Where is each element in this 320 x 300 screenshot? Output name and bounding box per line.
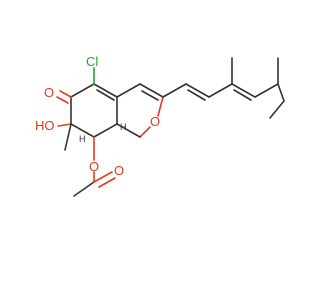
atom-o-ketone: O <box>44 85 54 100</box>
atom-o-ring: O <box>150 114 160 129</box>
bond-c6-o <box>59 90 72 98</box>
bond-c5p-c6p <box>277 83 285 102</box>
bond-c1p-c2p <box>185 83 210 98</box>
bond-c1-c8a <box>116 123 141 138</box>
atom-o-ester: O <box>89 159 99 174</box>
bond-c3p-c4p-double <box>233 89 252 101</box>
bond-c2p-c3p <box>208 83 233 98</box>
bond-c4-c3-double <box>141 90 159 101</box>
bond-c8-c7 <box>70 123 95 138</box>
bond-o2-c1 <box>139 126 151 138</box>
bond-c5-c4a <box>93 83 118 98</box>
bond-c4a-c4 <box>116 83 141 98</box>
bond-c3p-c4p <box>231 83 256 98</box>
bond-c5-c4a-double <box>96 89 115 101</box>
atom-o-carbonyl: O <box>114 163 124 178</box>
bond-c7-methyl <box>64 123 72 151</box>
bond-c1p-c2p-double <box>187 89 206 101</box>
bond-cacyl-methyl <box>73 181 95 197</box>
bond-c7-oh <box>57 123 72 127</box>
bond-c6p-c7p <box>269 100 285 119</box>
molecule-structure: Cl O HO O O O H H <box>35 54 285 197</box>
bond-c3-o2 <box>157 96 164 117</box>
bond-c6-o-double <box>56 96 69 104</box>
atom-ho: HO <box>35 118 55 133</box>
bond-c4-c3 <box>139 83 164 98</box>
bond-c3-c1p <box>162 83 187 98</box>
bond-c4p-c5p <box>254 83 279 98</box>
atom-cl: Cl <box>86 54 98 69</box>
atom-h-junction: H <box>120 122 127 132</box>
bond-cacyl-ocarbonyl-double <box>98 177 116 188</box>
bond-c8a-c8 <box>93 123 118 138</box>
bond-cacyl-ocarbonyl <box>93 171 113 183</box>
bond-c6-c5 <box>70 83 95 98</box>
atom-h-c8: H <box>79 134 86 144</box>
structure-canvas: Cl O HO O O O H H <box>35 54 285 197</box>
